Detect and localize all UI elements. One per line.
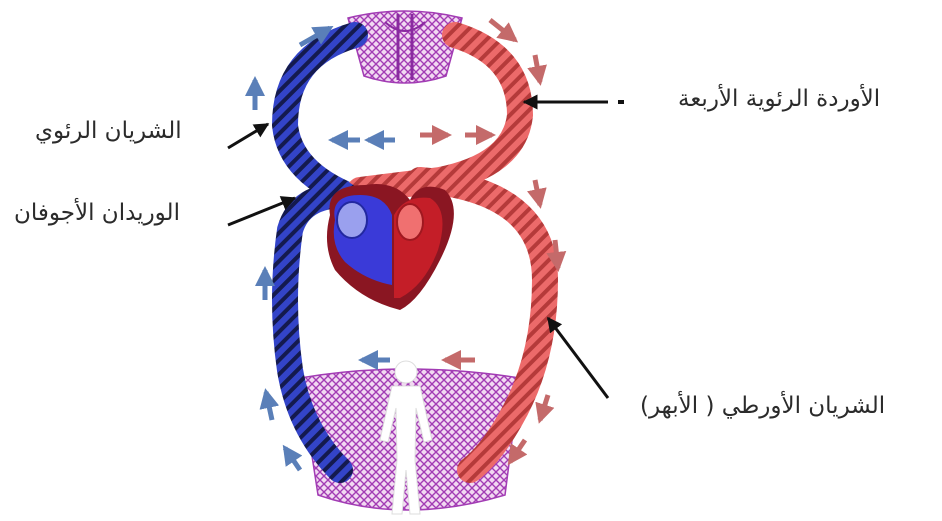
leader-pulmonary-artery xyxy=(228,124,268,148)
lungs xyxy=(348,11,462,83)
label-pulmonary-artery: الشريان الرئوي xyxy=(35,118,182,144)
leader-aorta xyxy=(548,318,608,398)
label-pulmonary-veins: الأوردة الرئوية الأربعة xyxy=(678,86,880,112)
label-venae-cavae: الوريدان الأجوفان xyxy=(14,200,180,226)
pulmonary-artery-vessel xyxy=(285,35,360,200)
label-aorta: الشريان الأورطي ( الأبهر) xyxy=(640,393,885,419)
heart xyxy=(327,184,454,310)
